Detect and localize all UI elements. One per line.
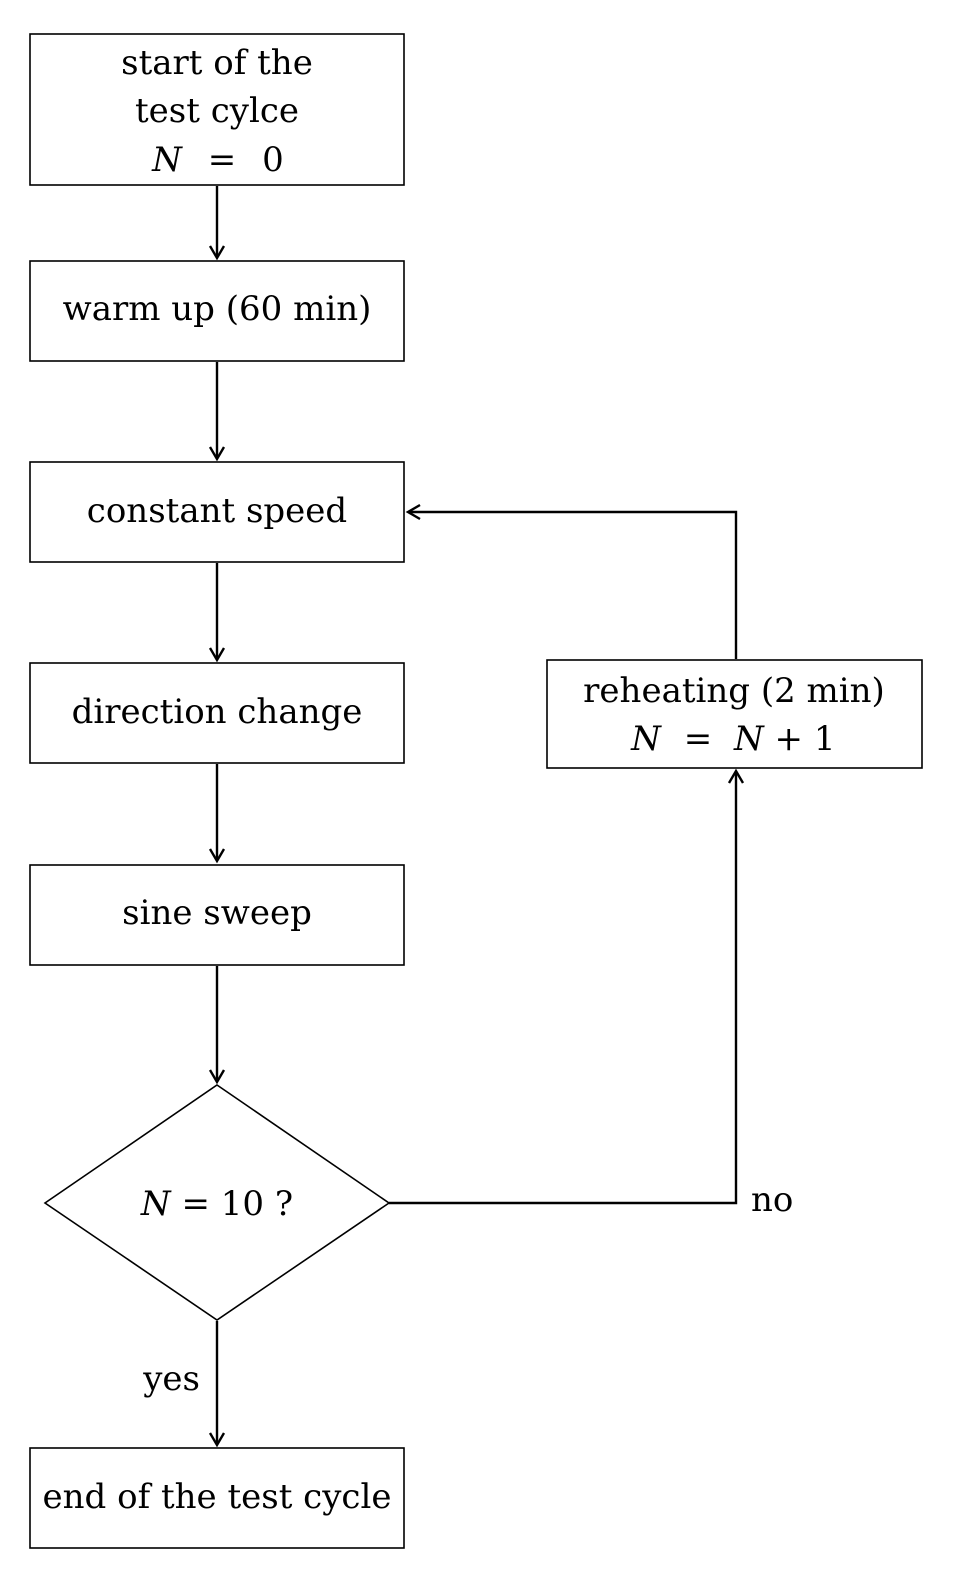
node-direction-change-label: direction change (72, 692, 363, 732)
node-end-label: end of the test cycle (43, 1477, 392, 1517)
arrowhead-end (208, 1432, 226, 1448)
arrowhead-sine-sweep (208, 848, 226, 864)
node-start: start of the test cylce N = 0 (29, 33, 405, 186)
arrowhead-loop-back (405, 503, 421, 521)
node-reheating-var1: N (630, 719, 662, 759)
node-start-box (29, 33, 405, 186)
node-reheating-line1: reheating (2 min) (583, 671, 885, 711)
arrowhead-warmup (208, 245, 226, 261)
edge-reheating-to-constant-speed (408, 510, 738, 659)
node-start-line1: start of the (121, 43, 313, 83)
node-warm-up: warm up (60 min) (29, 260, 405, 362)
node-warm-up-box (29, 260, 405, 362)
node-decision-label: N = 10 ? (140, 1184, 293, 1224)
node-reheating-box (546, 659, 923, 769)
node-reheating-expr: N + 1 (733, 719, 836, 759)
node-start-val: 0 (262, 140, 284, 180)
node-constant-speed: constant speed (29, 461, 405, 563)
node-reheating-var2: N (733, 719, 765, 759)
node-sine-sweep-label: sine sweep (122, 893, 312, 933)
arrowhead-constant-speed (208, 446, 226, 462)
node-sine-sweep: sine sweep (29, 864, 405, 966)
node-start-var: N (151, 140, 183, 180)
node-reheating-rest: + 1 (764, 719, 836, 759)
node-decision: N = 10 ? (43, 1084, 391, 1321)
node-decision-diamond (43, 1084, 391, 1321)
node-start-line2: test cylce (135, 91, 299, 131)
node-direction-change: direction change (29, 662, 405, 764)
node-reheating-eq: = (684, 719, 713, 759)
node-reheating: reheating (2 min) N = N + 1 (546, 659, 923, 769)
arrowhead-reheating (727, 768, 745, 784)
node-decision-rest: = 10 ? (171, 1184, 293, 1224)
arrowhead-direction-change (208, 647, 226, 663)
edge-label-no: no (751, 1180, 793, 1220)
node-sine-sweep-box (29, 864, 405, 966)
node-constant-speed-box (29, 461, 405, 563)
node-warm-up-label: warm up (60 min) (63, 289, 372, 329)
node-constant-speed-label: constant speed (87, 491, 347, 531)
node-end-box (29, 1447, 405, 1549)
node-start-eq: = (208, 140, 237, 180)
node-end: end of the test cycle (29, 1447, 405, 1549)
edge-label-yes: yes (142, 1359, 200, 1399)
arrowhead-decision (208, 1069, 226, 1085)
edge-decision-to-reheating (389, 771, 738, 1205)
node-decision-var: N (140, 1184, 172, 1224)
node-direction-change-box (29, 662, 405, 764)
edges (208, 186, 745, 1448)
